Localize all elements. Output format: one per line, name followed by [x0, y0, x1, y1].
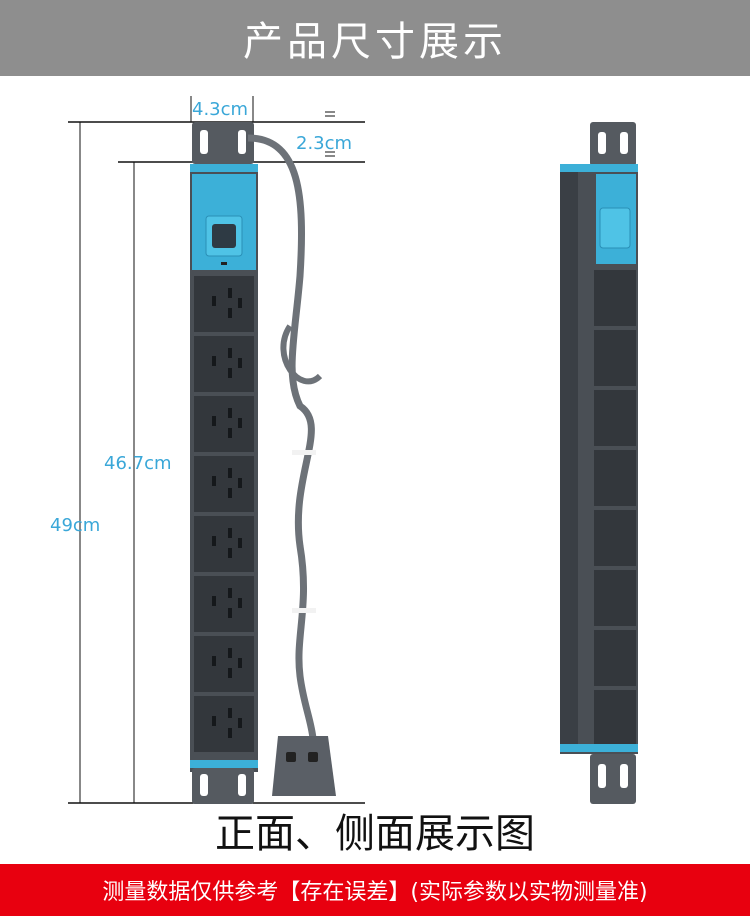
side-bottom-bracket [590, 754, 636, 804]
product-figure: 4.3cm 2.3cm 46.7cm 49cm [0, 76, 750, 856]
page-title: 产品尺寸展示 [243, 19, 507, 65]
power-plug [272, 736, 336, 796]
socket-length-label: 46.7cm [104, 453, 172, 474]
power-cable [247, 134, 317, 768]
socket-row [194, 276, 254, 752]
depth-label: 2.3cm [296, 133, 353, 154]
notice-text: 测量数据仅供参考【存在误差】(实际参数以实物测量准) [102, 880, 648, 905]
side-view [560, 122, 638, 804]
cable-tie [292, 450, 316, 455]
measurement-notice: 测量数据仅供参考【存在误差】(实际参数以实物测量准) [0, 864, 750, 916]
product-illustration [68, 96, 638, 804]
front-view [190, 122, 336, 804]
width-label: 4.3cm [192, 99, 249, 120]
power-switch-icon [212, 224, 236, 248]
page-title-banner: 产品尺寸展示 [0, 0, 750, 76]
side-top-bracket [590, 122, 636, 166]
socket-holes [212, 288, 242, 738]
total-length-label: 49cm [50, 515, 101, 536]
view-caption: 正面、侧面展示图 [215, 811, 535, 857]
